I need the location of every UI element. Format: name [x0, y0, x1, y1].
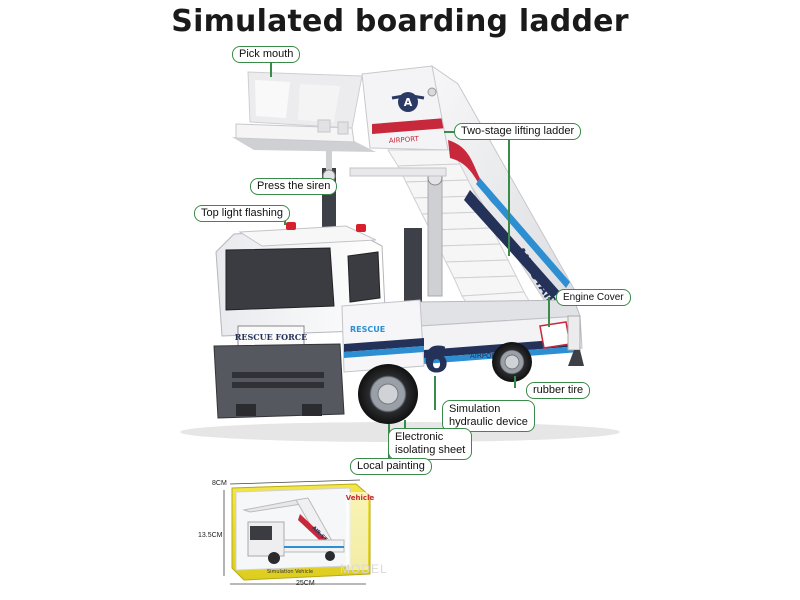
- callout-hydraulic-device: Simulation hydraulic device: [442, 400, 535, 432]
- pick-mouth-platform: [232, 71, 376, 152]
- front-tire: [358, 364, 418, 424]
- leader-two-stage: [508, 138, 510, 256]
- dimension-left: 13.5CM: [198, 532, 223, 539]
- rescue-side-text: RESCUE: [350, 325, 385, 334]
- leader-pick-mouth: [270, 61, 272, 77]
- dimension-lines: [223, 479, 366, 585]
- callout-two-stage-ladder: Two-stage lifting ladder: [454, 123, 582, 140]
- dimension-top: 8CM: [212, 480, 227, 487]
- callout-press-siren: Press the siren: [250, 178, 338, 195]
- callout-isolating-sheet: Electronic isolating sheet: [388, 428, 473, 460]
- hydraulic-line-1: Simulation: [449, 403, 501, 415]
- watermark: MODEL: [340, 562, 388, 576]
- dimension-bottom: 25CM: [296, 580, 315, 587]
- isolating-line-2: isolating sheet: [395, 444, 466, 456]
- truck-bed: 4: [415, 299, 584, 366]
- callout-local-painting: Local painting: [350, 458, 432, 475]
- callout-top-light: Top light flashing: [194, 205, 290, 222]
- rear-tire: [492, 342, 532, 382]
- callout-pick-mouth: Pick mouth: [232, 46, 301, 63]
- platform-airport-text: AIRPORT: [389, 135, 420, 145]
- box-window-label: Simulation Vehicle: [267, 569, 313, 575]
- two-stage-ladder: A AIRPORT AIR-STAIR: [361, 64, 579, 309]
- page-title: Simulated boarding ladder: [171, 4, 629, 39]
- callout-rubber-tire: rubber tire: [526, 382, 591, 399]
- roof-light-left: [286, 222, 296, 230]
- side-airport-text: AIRPORT: [470, 352, 501, 360]
- leader-isolating: [404, 420, 406, 434]
- product-package: AIR-STAIR Vehicle Simulation Vehicle: [231, 483, 375, 581]
- rescue-force-text: RESCUE FORCE: [235, 332, 308, 342]
- hydraulic-line-2: hydraulic device: [449, 416, 528, 428]
- callout-engine-cover: Engine Cover: [556, 289, 631, 306]
- leader-hydraulic: [434, 376, 436, 410]
- side-number-six: 6: [423, 340, 448, 381]
- isolating-line-1: Electronic: [395, 431, 444, 443]
- a-logo-text: A: [404, 96, 413, 109]
- truck-cab: RESCUE FORCE RESCUE 6 AIRPORT: [213, 222, 501, 419]
- leader-rubber-tire: [514, 376, 516, 388]
- leader-engine-cover: [548, 297, 550, 327]
- roof-light-right: [356, 224, 366, 232]
- leader-two-stage-h: [444, 131, 454, 133]
- box-brand-text: Vehicle: [346, 494, 375, 502]
